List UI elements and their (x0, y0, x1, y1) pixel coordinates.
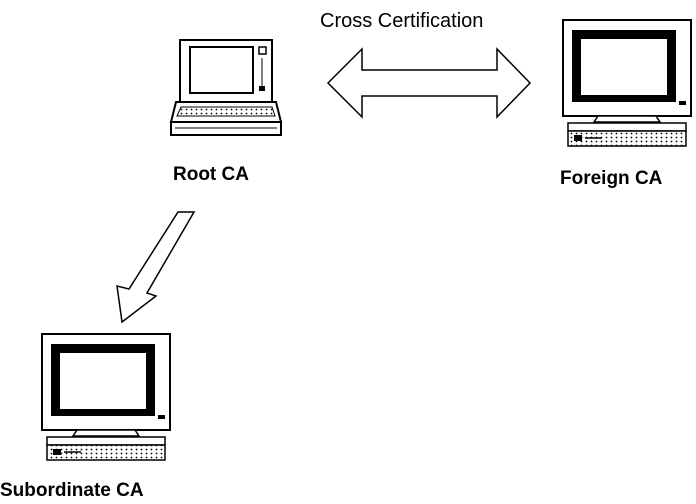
foreign-ca-desktop-icon[interactable] (562, 19, 692, 147)
root-ca-laptop-icon[interactable] (169, 39, 283, 136)
subordinate-ca-label: Subordinate CA (0, 480, 144, 501)
foreign-ca-label: Foreign CA (560, 168, 663, 189)
cross-certification-arrow (326, 47, 532, 119)
cross-certification-label: Cross Certification (320, 10, 484, 32)
root-to-subordinate-arrow (116, 211, 196, 324)
root-ca-label: Root CA (173, 164, 249, 185)
subordinate-ca-desktop-icon[interactable] (41, 333, 171, 461)
